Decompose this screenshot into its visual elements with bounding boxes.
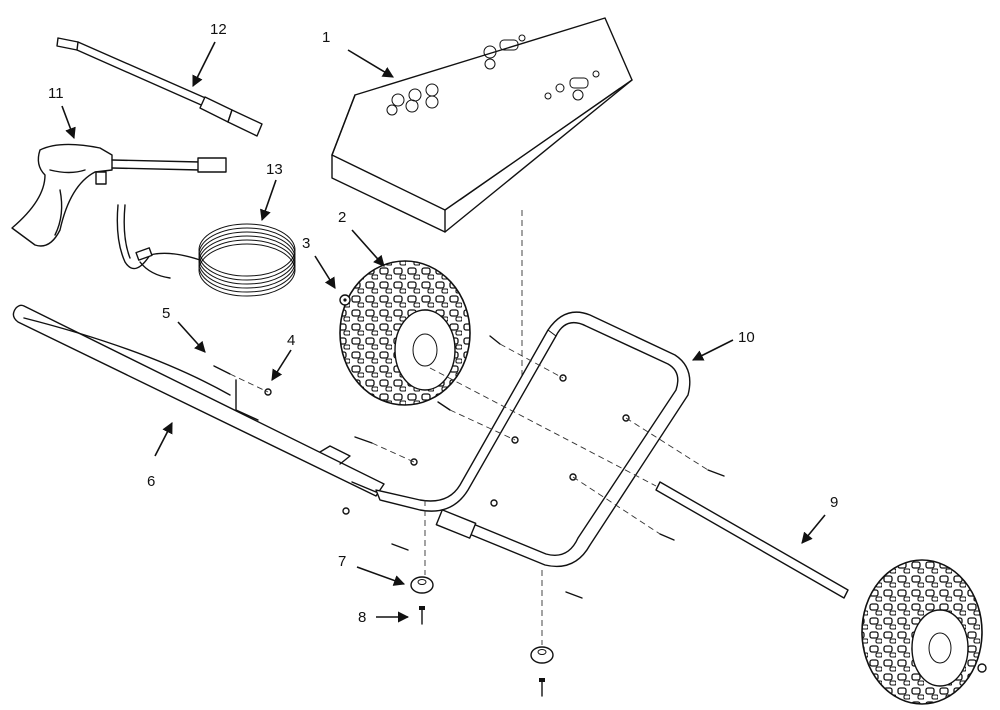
callout-12: 12 <box>210 21 227 38</box>
callout-3: 3 <box>302 235 310 252</box>
callout-13: 13 <box>266 161 283 178</box>
axle-rod <box>429 367 849 599</box>
axle-nut-left <box>339 294 351 306</box>
callout-5: 5 <box>162 305 170 322</box>
callout-10: 10 <box>738 329 755 346</box>
high-pressure-hose <box>116 204 296 297</box>
handle-bar <box>12 304 385 497</box>
callout-arrows <box>61 41 826 623</box>
fastener-group <box>213 335 725 645</box>
control-panel-housing <box>331 17 633 400</box>
foot-screw <box>419 606 545 697</box>
wheel-left <box>339 260 471 406</box>
callout-6: 6 <box>147 473 155 490</box>
callout-8: 8 <box>358 609 366 626</box>
callout-7: 7 <box>338 553 346 570</box>
rubber-foot <box>410 576 554 664</box>
callout-9: 9 <box>830 494 838 511</box>
callout-1: 1 <box>322 29 330 46</box>
callout-2: 2 <box>338 209 346 226</box>
callout-labels: 1 2 3 4 5 6 7 8 9 10 11 12 13 <box>48 21 838 626</box>
trigger-gun <box>11 143 227 247</box>
panel-hole-group <box>386 34 600 116</box>
wheel-right <box>861 559 987 705</box>
callout-11: 11 <box>48 85 64 102</box>
spray-wand <box>56 37 263 137</box>
callout-4: 4 <box>287 332 295 349</box>
frame <box>375 311 691 568</box>
